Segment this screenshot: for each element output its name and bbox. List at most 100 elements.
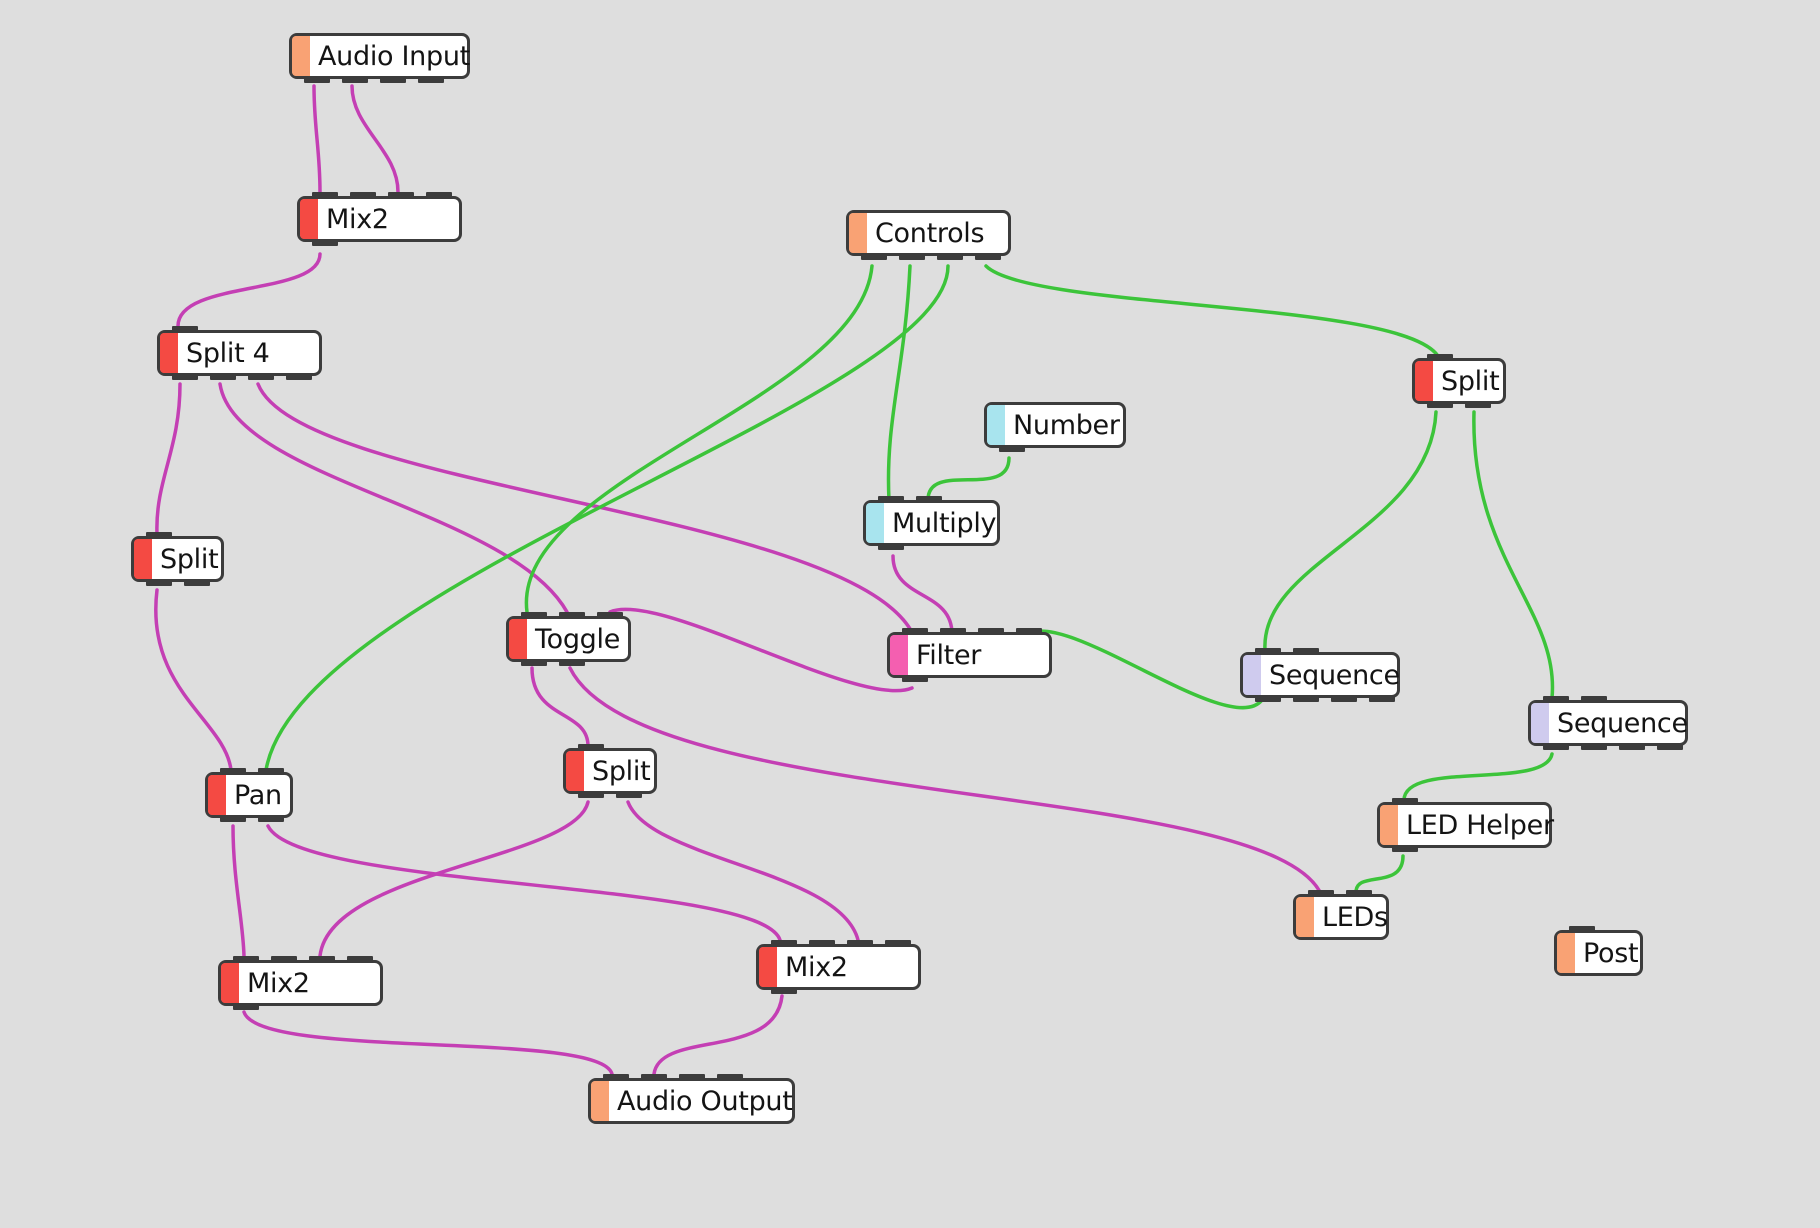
sequence-left-output-port[interactable] [1369, 696, 1395, 702]
split4-input-port[interactable] [172, 326, 198, 332]
wire-toggle-to-filter[interactable] [608, 607, 914, 693]
mix2-left-input-port[interactable] [233, 956, 259, 962]
wire-pan-to-mix2-left[interactable] [231, 824, 246, 958]
mix2-top-input-port[interactable] [388, 192, 414, 198]
mix2-right-output-port[interactable] [771, 988, 797, 994]
led-helper-output-port[interactable] [1392, 846, 1418, 852]
sequence-left-output-port[interactable] [1255, 696, 1281, 702]
split4-output-port[interactable] [286, 374, 312, 380]
wire-split-middle-to-mix2-right[interactable] [626, 800, 860, 942]
toggle-input-port[interactable] [521, 612, 547, 618]
controls-output-port[interactable] [937, 254, 963, 260]
sequence-right-output-port[interactable] [1619, 744, 1645, 750]
audio-output-input-port[interactable] [641, 1074, 667, 1080]
sequence-right-output-port[interactable] [1581, 744, 1607, 750]
sequence-left-input-port[interactable] [1255, 648, 1281, 654]
wire-controls-to-split-right[interactable] [984, 264, 1440, 358]
sequence-left-input-port[interactable] [1293, 648, 1319, 654]
wire-toggle-to-split-middle[interactable] [530, 666, 590, 748]
mix2-right-input-port[interactable] [885, 940, 911, 946]
split4-output-port[interactable] [248, 374, 274, 380]
leds-node[interactable]: LEDs [1293, 890, 1389, 940]
pan-node[interactable]: Pan [205, 768, 293, 822]
split4-output-port[interactable] [172, 374, 198, 380]
mix2-right-input-port[interactable] [809, 940, 835, 946]
wire-mix2-right-to-audio-output[interactable] [652, 994, 784, 1076]
pan-input-port[interactable] [258, 768, 284, 774]
mix2-right-input-port[interactable] [771, 940, 797, 946]
split-middle-input-port[interactable] [578, 744, 604, 750]
post-input-port[interactable] [1569, 926, 1595, 932]
mix2-right-input-port[interactable] [847, 940, 873, 946]
filter-input-port[interactable] [902, 628, 928, 634]
wire-pan-to-mix2-right[interactable] [266, 824, 782, 942]
pan-output-port[interactable] [220, 816, 246, 822]
filter-output-port[interactable] [902, 676, 928, 682]
mix2-left-output-port[interactable] [233, 1004, 259, 1010]
wire-led-helper-to-leds[interactable] [1354, 854, 1405, 894]
wire-split-middle-to-mix2-left[interactable] [318, 800, 590, 958]
split4-node[interactable]: Split 4 [157, 326, 322, 380]
filter-input-port[interactable] [978, 628, 1004, 634]
split-left-output-port[interactable] [184, 580, 210, 586]
sequence-left-output-port[interactable] [1293, 696, 1319, 702]
audio-input-output-port[interactable] [304, 77, 330, 83]
pan-output-port[interactable] [258, 816, 284, 822]
wire-audio-input-to-mix2-a[interactable] [312, 84, 322, 194]
audio-input-output-port[interactable] [380, 77, 406, 83]
toggle-output-port[interactable] [559, 660, 585, 666]
sequence-right-input-port[interactable] [1543, 696, 1569, 702]
sequence-right-output-port[interactable] [1657, 744, 1683, 750]
filter-node[interactable]: Filter [887, 628, 1052, 682]
mix2-left-node[interactable]: Mix2 [218, 956, 383, 1010]
toggle-input-port[interactable] [597, 612, 623, 618]
leds-input-port[interactable] [1346, 890, 1372, 896]
split-right-output-port[interactable] [1427, 402, 1453, 408]
wire-split-right-to-sequence-right[interactable] [1472, 410, 1555, 700]
sequence-left-output-port[interactable] [1331, 696, 1357, 702]
audio-output-input-port[interactable] [717, 1074, 743, 1080]
mix2-top-output-port[interactable] [312, 240, 338, 246]
mix2-top-node[interactable]: Mix2 [297, 192, 462, 246]
post-node[interactable]: Post [1554, 926, 1643, 976]
audio-input-node[interactable]: Audio Input [289, 33, 470, 83]
led-helper-node[interactable]: LED Helper [1377, 798, 1554, 852]
multiply-output-port[interactable] [878, 544, 904, 550]
audio-input-output-port[interactable] [342, 77, 368, 83]
mix2-left-input-port[interactable] [309, 956, 335, 962]
number-node[interactable]: Number [984, 402, 1126, 452]
mix2-top-input-port[interactable] [426, 192, 452, 198]
multiply-node[interactable]: Multiply [863, 496, 1000, 550]
wire-controls-to-pan[interactable] [264, 264, 950, 772]
filter-input-port[interactable] [940, 628, 966, 634]
toggle-input-port[interactable] [559, 612, 585, 618]
toggle-node[interactable]: Toggle [506, 612, 631, 666]
wire-controls-to-multiply[interactable] [886, 264, 912, 502]
wire-multiply-to-filter[interactable] [891, 554, 954, 636]
audio-output-input-port[interactable] [603, 1074, 629, 1080]
split-right-output-port[interactable] [1465, 402, 1491, 408]
split-left-output-port[interactable] [146, 580, 172, 586]
wire-mix2-to-split4[interactable] [176, 252, 322, 328]
sequence-right-input-port[interactable] [1581, 696, 1607, 702]
controls-output-port[interactable] [899, 254, 925, 260]
pan-input-port[interactable] [220, 768, 246, 774]
wire-sequence-right-to-led-helper[interactable] [1402, 752, 1554, 802]
wire-split4-to-toggle[interactable] [218, 382, 569, 614]
multiply-input-port[interactable] [916, 496, 942, 502]
mix2-left-input-port[interactable] [347, 956, 373, 962]
mix2-left-input-port[interactable] [271, 956, 297, 962]
split-middle-output-port[interactable] [578, 792, 604, 798]
number-output-port[interactable] [999, 446, 1025, 452]
controls-node[interactable]: Controls [846, 210, 1011, 260]
wire-split-right-to-sequence-left[interactable] [1263, 410, 1438, 652]
wire-number-to-multiply[interactable] [926, 456, 1011, 502]
sequence-right-node[interactable]: Sequence [1528, 696, 1688, 750]
split-middle-output-port[interactable] [616, 792, 642, 798]
wire-split4-to-split-left[interactable] [155, 382, 182, 536]
mix2-top-input-port[interactable] [312, 192, 338, 198]
wire-controls-to-toggle[interactable] [524, 264, 874, 614]
led-helper-input-port[interactable] [1392, 798, 1418, 804]
split-left-input-port[interactable] [146, 532, 172, 538]
